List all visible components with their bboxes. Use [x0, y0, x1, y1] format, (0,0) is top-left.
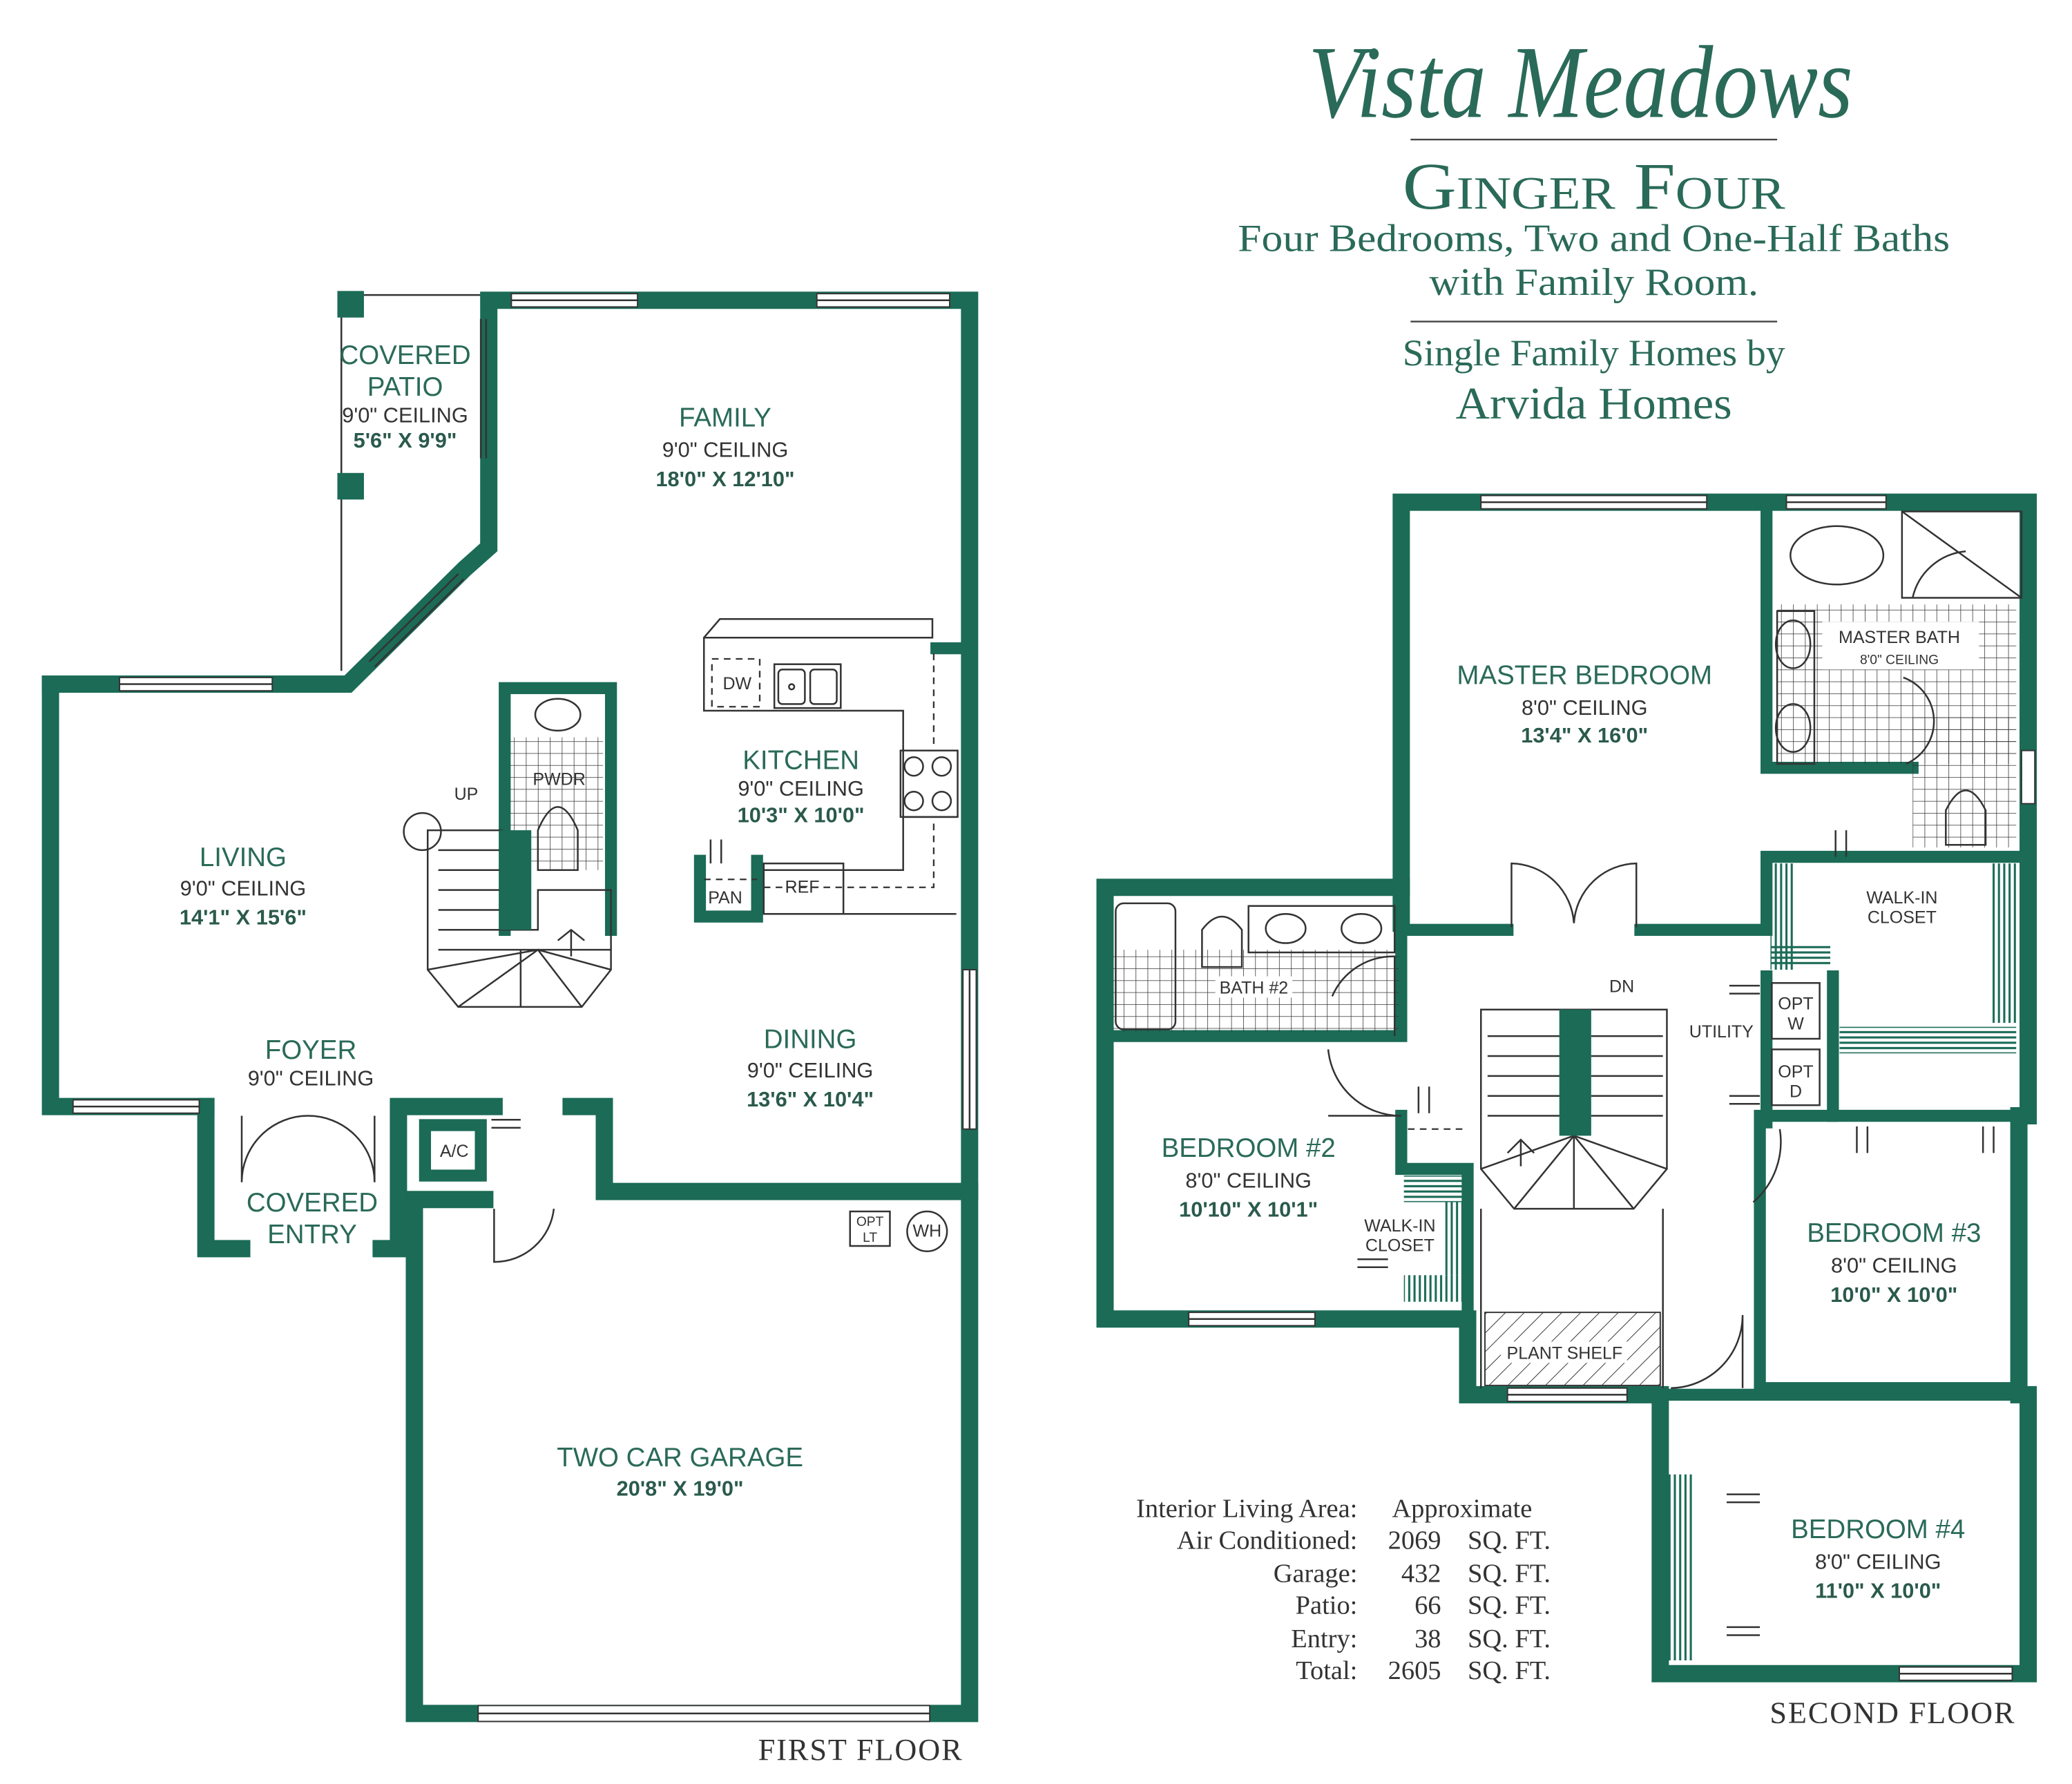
area-row-label: Air Conditioned: — [1177, 1526, 1358, 1555]
area-row-value: 432 — [1401, 1560, 1441, 1589]
bedroom3-size: 10'0" X 10'0" — [1830, 1283, 1957, 1307]
kitchen-label: KITCHEN — [742, 746, 859, 776]
dining-label: DINING — [764, 1024, 857, 1054]
covered-entry-label: COVERED — [247, 1188, 378, 1218]
foyer-ceiling: 9'0" CEILING — [248, 1066, 374, 1090]
opt-lt-label: OPT — [856, 1215, 884, 1229]
first-floor-plan: COVERED PATIO 9'0" CEILING 5'6" X 9'9" F… — [41, 291, 979, 1767]
garage-label: TWO CAR GARAGE — [557, 1443, 803, 1473]
living-label: LIVING — [200, 843, 287, 872]
covered-patio-size: 5'6" X 9'9" — [354, 428, 457, 452]
master-bedroom-size: 13'4" X 16'0" — [1521, 723, 1648, 747]
master-closet-label: CLOSET — [1868, 908, 1937, 928]
master-bedroom-label: MASTER BEDROOM — [1457, 661, 1712, 691]
patio-column — [337, 291, 364, 318]
bedroom4-ceiling: 8'0" CEILING — [1815, 1549, 1941, 1573]
builder-line1: Single Family Homes by — [1403, 332, 1785, 374]
builder-name: Arvida Homes — [1456, 379, 1732, 429]
powder-room-label: PWDR — [533, 770, 585, 789]
description-line2: with Family Room. — [1429, 261, 1758, 304]
living-ceiling: 9'0" CEILING — [180, 876, 307, 900]
area-row-label: Garage: — [1274, 1560, 1358, 1589]
kitchen-ceiling: 9'0" CEILING — [738, 776, 864, 800]
area-row-unit: SQ. FT. — [1468, 1526, 1551, 1555]
area-table: Interior Living Area: Approximate Air Co… — [1136, 1494, 1551, 1685]
first-floor-label: FIRST FLOOR — [758, 1733, 963, 1767]
dining-ceiling: 9'0" CEILING — [747, 1058, 874, 1082]
covered-patio-ceiling: 9'0" CEILING — [342, 403, 468, 428]
kitchen-size: 10'3" X 10'0" — [738, 803, 865, 827]
area-row: Entry: 38 SQ. FT. — [1291, 1624, 1551, 1653]
opt-washer-label: W — [1787, 1015, 1804, 1034]
area-row-unit: SQ. FT. — [1468, 1656, 1551, 1685]
bedroom3-label: BEDROOM #3 — [1807, 1218, 1981, 1248]
area-row-label: Entry: — [1291, 1624, 1357, 1653]
patio-column — [337, 472, 364, 500]
bedroom2-size: 10'10" X 10'1" — [1179, 1198, 1318, 1222]
garage-size: 20'8" X 19'0" — [617, 1477, 744, 1501]
bath2-label: BATH #2 — [1220, 979, 1289, 998]
family-size: 18'0" X 12'10" — [655, 467, 794, 491]
bedroom4-size: 11'0" X 10'0" — [1815, 1579, 1941, 1603]
ac-label: A/C — [440, 1142, 469, 1161]
area-row-value: 2605 — [1388, 1656, 1441, 1685]
covered-patio-label: COVERED — [339, 341, 470, 370]
opt-dryer-label: OPT — [1778, 1062, 1813, 1082]
master-bath-label: MASTER BATH — [1839, 628, 1960, 647]
master-closet-label: WALK-IN — [1866, 888, 1937, 908]
water-heater-label: WH — [912, 1222, 941, 1241]
area-row: Patio: 66 SQ. FT. — [1296, 1591, 1551, 1620]
header: Vista Meadows Ginger Four Four Bedrooms,… — [1238, 25, 1950, 429]
area-row-value: 38 — [1414, 1624, 1441, 1653]
family-ceiling: 9'0" CEILING — [662, 438, 789, 462]
closet2-label: CLOSET — [1365, 1236, 1435, 1256]
bedroom3-ceiling: 8'0" CEILING — [1831, 1253, 1957, 1277]
second-floor-plan: MASTER BEDROOM 8'0" CEILING 13'4" X 16'0… — [1096, 493, 2037, 1729]
refrigerator-label: REF — [785, 877, 820, 896]
bedroom4-label: BEDROOM #4 — [1791, 1515, 1965, 1544]
stairs-down-label: DN — [1609, 977, 1634, 997]
area-row-label: Total: — [1296, 1656, 1357, 1685]
covered-entry-label: ENTRY — [267, 1220, 357, 1249]
community-title: Vista Meadows — [1308, 25, 1852, 140]
area-row-value: 2069 — [1388, 1526, 1441, 1555]
area-row: Total: 2605 SQ. FT. — [1296, 1656, 1551, 1685]
area-row-label: Patio: — [1296, 1591, 1358, 1620]
area-row: Garage: 432 SQ. FT. — [1274, 1560, 1551, 1589]
area-row-value: 66 — [1414, 1591, 1441, 1620]
area-row-unit: SQ. FT. — [1468, 1591, 1551, 1620]
utility-label: UTILITY — [1689, 1022, 1754, 1042]
second-floor-label: SECOND FLOOR — [1769, 1696, 2015, 1729]
area-heading-value: Approximate — [1392, 1494, 1532, 1523]
opt-dryer-label: D — [1790, 1082, 1802, 1102]
living-size: 14'1" X 15'6" — [180, 905, 307, 930]
bedroom2-label: BEDROOM #2 — [1162, 1133, 1336, 1163]
area-row-unit: SQ. FT. — [1468, 1624, 1551, 1653]
pantry-label: PAN — [708, 888, 742, 908]
dining-size: 13'6" X 10'4" — [747, 1087, 874, 1111]
model-name: Ginger Four — [1403, 149, 1785, 223]
description-line1: Four Bedrooms, Two and One-Half Baths — [1238, 218, 1950, 260]
master-bedroom-ceiling: 8'0" CEILING — [1522, 696, 1648, 720]
foyer-label: FOYER — [265, 1035, 356, 1065]
area-row: Air Conditioned: 2069 SQ. FT. — [1177, 1526, 1551, 1555]
dishwasher-label: DW — [722, 674, 751, 693]
opt-washer-label: OPT — [1778, 995, 1813, 1014]
closet2-label: WALK-IN — [1364, 1216, 1435, 1236]
family-label: FAMILY — [679, 403, 771, 432]
area-row-unit: SQ. FT. — [1468, 1560, 1551, 1589]
bedroom2-ceiling: 8'0" CEILING — [1185, 1168, 1312, 1192]
opt-lt-label: LT — [863, 1231, 877, 1245]
plant-shelf-label: PLANT SHELF — [1507, 1343, 1623, 1363]
covered-patio-label: PATIO — [367, 372, 443, 402]
stairs-up-label: UP — [454, 785, 479, 804]
master-bath-ceiling: 8'0" CEILING — [1860, 653, 1939, 668]
area-heading-label: Interior Living Area: — [1136, 1494, 1357, 1523]
